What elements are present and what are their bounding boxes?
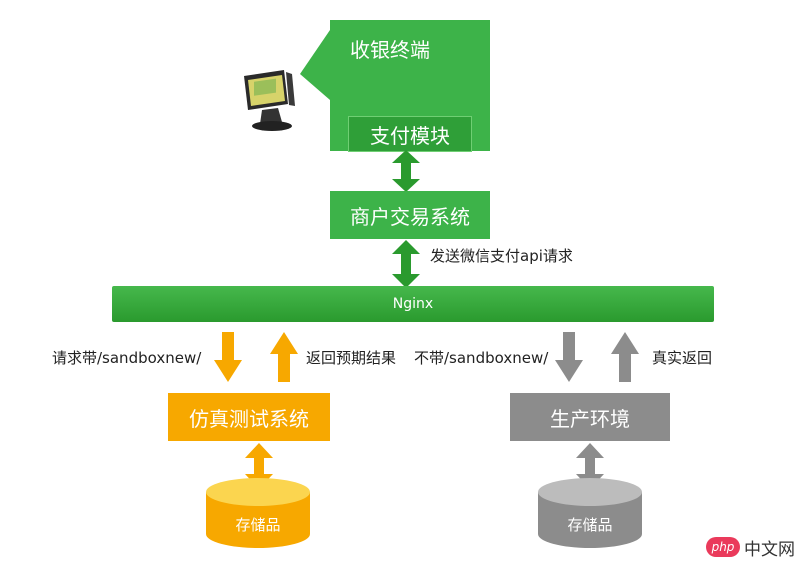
- nginx-bar: Nginx: [112, 286, 714, 322]
- production-return-arrow: [611, 332, 639, 382]
- production-return-label: 真实返回: [652, 349, 713, 367]
- merchant-nginx-arrow: [392, 240, 420, 288]
- merchant-system-box: 商户交易系统: [330, 191, 490, 239]
- php-badge-icon: php: [706, 537, 740, 557]
- production-request-label: 不带/sandboxnew/: [414, 349, 549, 367]
- wechat-api-request-label: 发送微信支付api请求: [430, 247, 573, 265]
- production-request-arrow: [555, 332, 583, 382]
- sandbox-system-box: 仿真测试系统: [168, 393, 330, 441]
- terminal-merchant-arrow: [392, 150, 420, 192]
- sandbox-request-arrow: [214, 332, 242, 382]
- sandbox-storage-cylinder: 存储品: [206, 478, 310, 548]
- sandbox-storage-label: 存储品: [235, 516, 281, 534]
- watermark-text: 中文网: [744, 539, 795, 560]
- production-storage-cylinder: 存储品: [538, 478, 642, 548]
- terminal-title: 收银终端: [350, 38, 430, 62]
- terminal-box: 收银终端 支付模块: [330, 20, 490, 152]
- sandbox-return-label: 返回预期结果: [306, 349, 397, 367]
- production-system-box: 生产环境: [510, 393, 670, 441]
- production-storage-label: 存储品: [567, 516, 613, 534]
- watermark: php 中文网: [706, 536, 795, 560]
- sandbox-return-arrow: [270, 332, 298, 382]
- sandbox-request-label: 请求带/sandboxnew/: [52, 349, 202, 367]
- payment-module: 支付模块: [348, 116, 472, 152]
- pos-terminal-icon: [238, 66, 302, 132]
